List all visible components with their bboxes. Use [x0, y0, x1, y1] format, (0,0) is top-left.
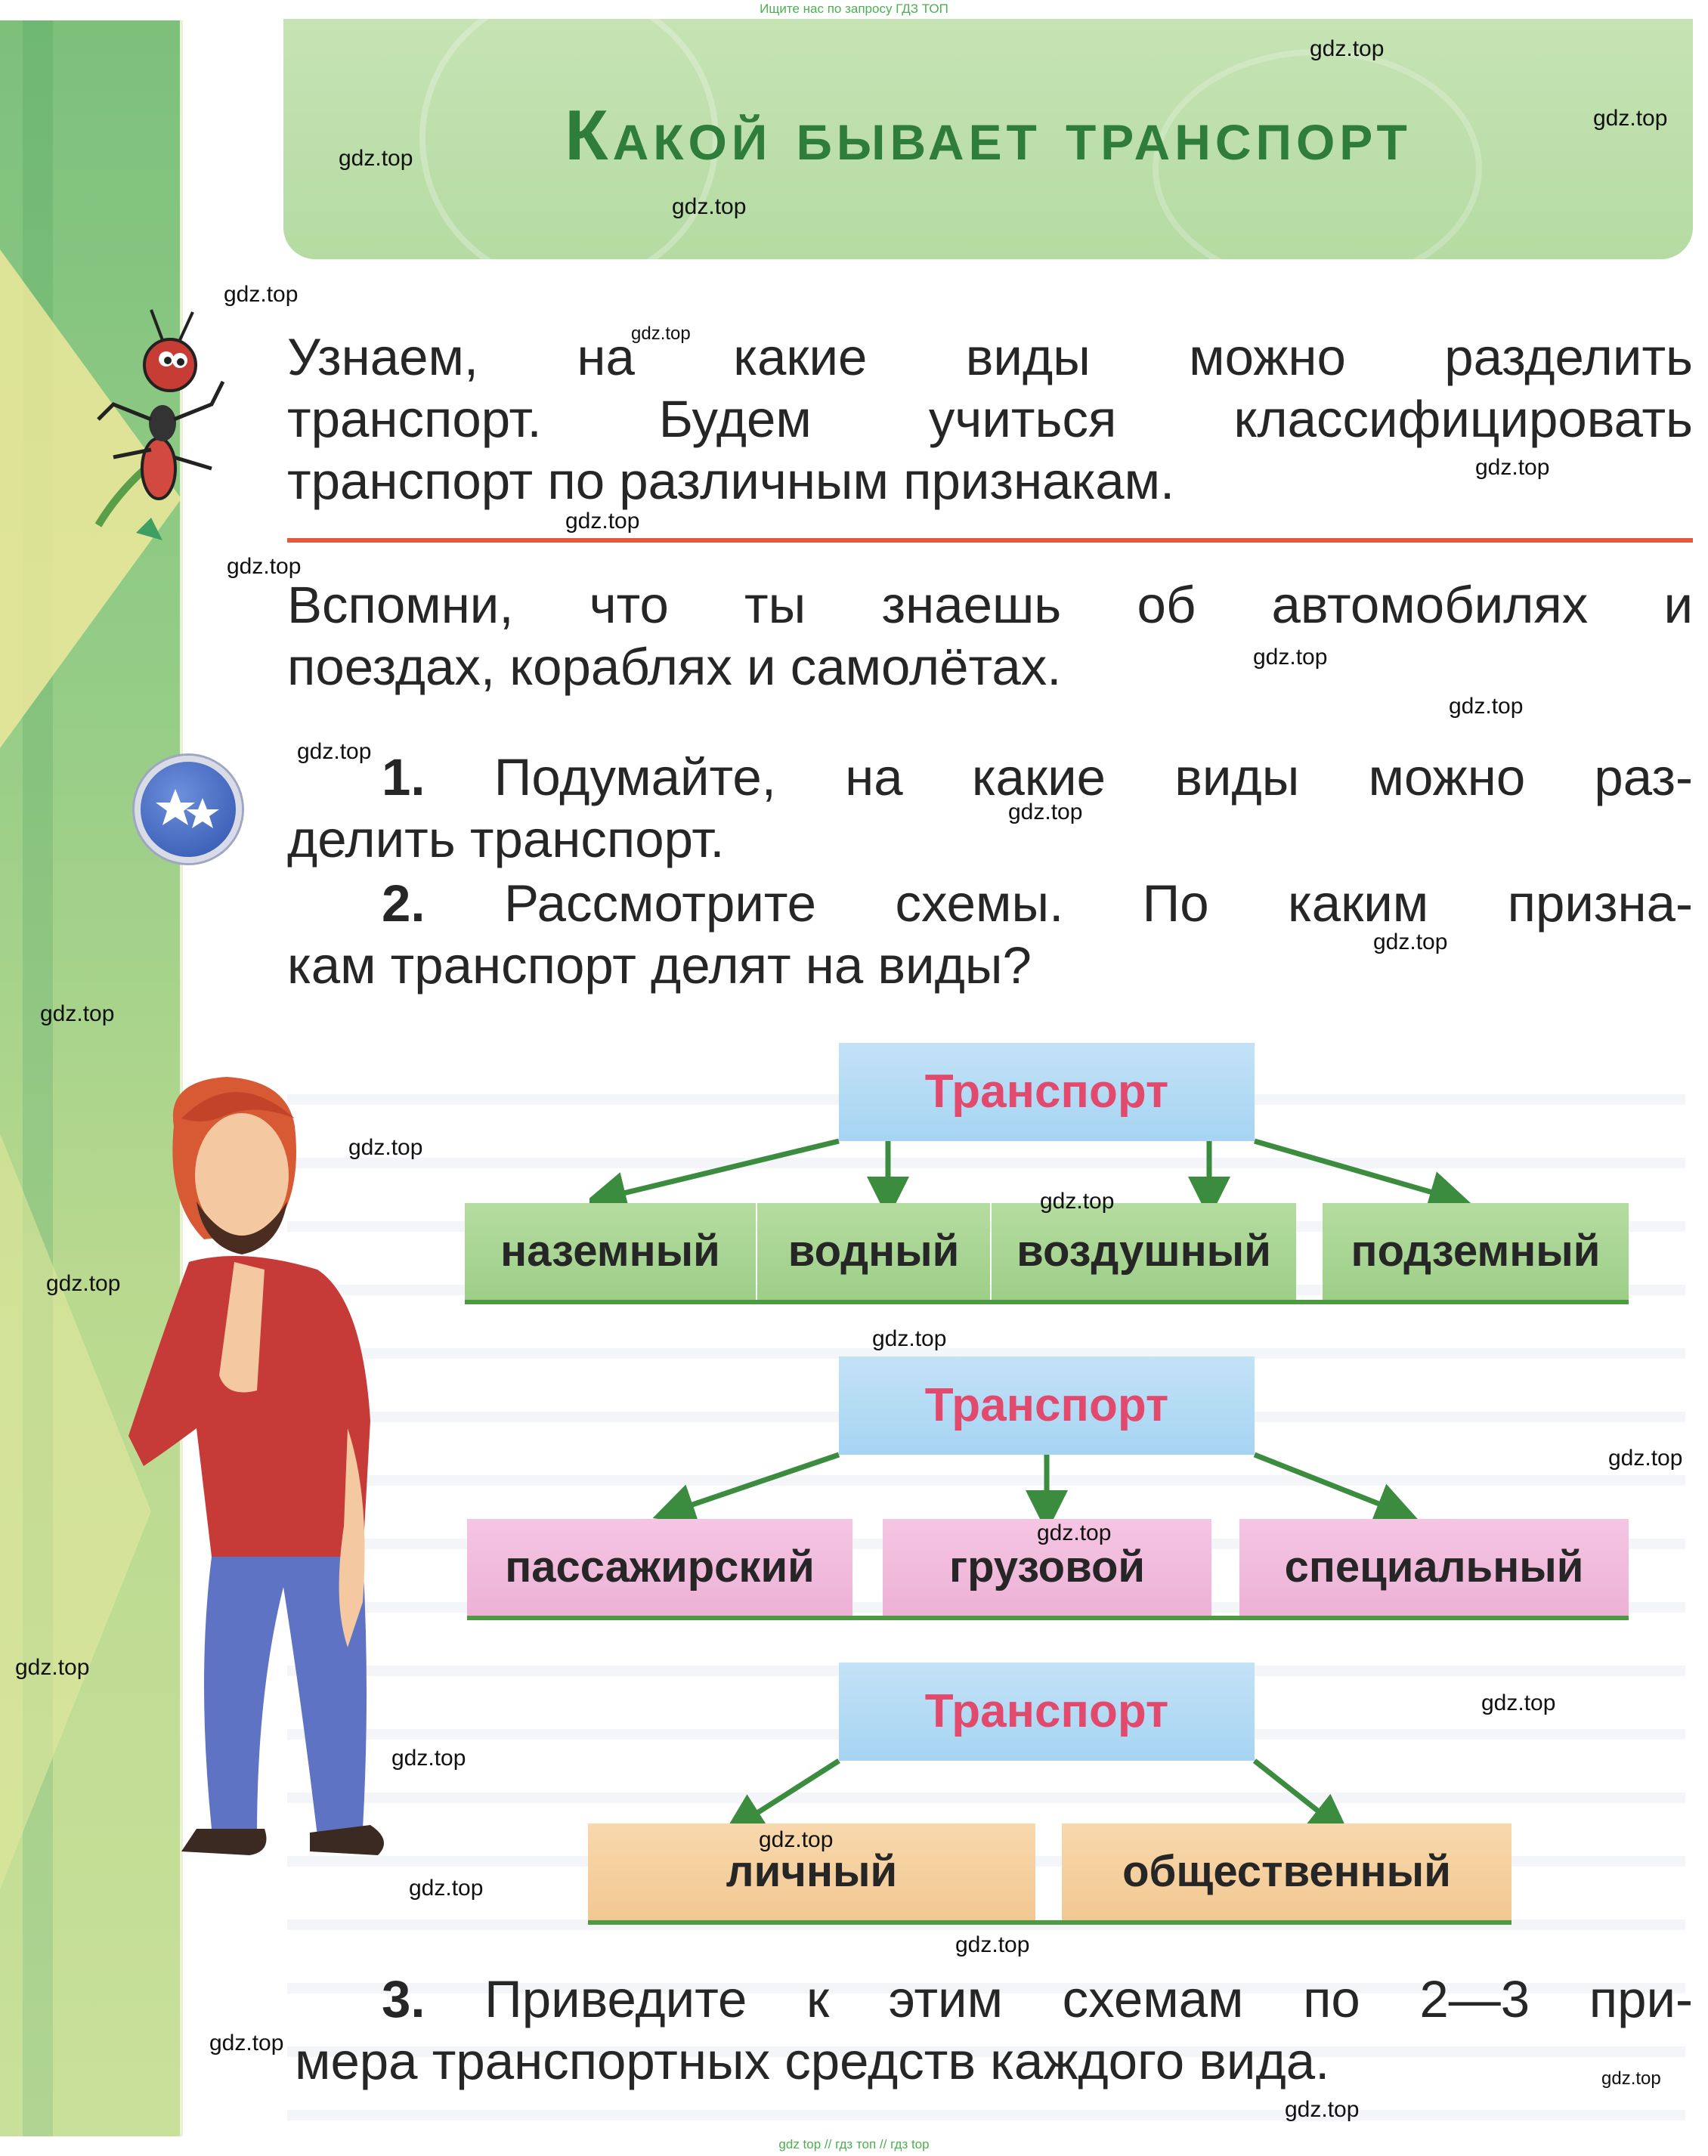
stars-icon [135, 756, 242, 863]
watermark: gdz.top [297, 739, 372, 764]
watermark: gdz.top [1601, 2068, 1661, 2089]
task-3: 3. Приведите к этим схемам по 2—3 при- м… [295, 1969, 1693, 2093]
scheme-2-root: Транспорт [839, 1356, 1255, 1455]
page-title: Какой бывает транспорт [565, 95, 1412, 175]
scheme-2-item-1: пассажирский [467, 1519, 852, 1616]
watermark: gdz.top [40, 1001, 115, 1026]
intro-paragraph: Узнаем, на какие виды можно разделить тр… [287, 326, 1693, 512]
scheme-1-item-2: водный [757, 1203, 990, 1300]
scheme-1-item-1: наземный [465, 1203, 756, 1300]
task-1: 1. Подумайте, на какие виды можно раз- д… [287, 747, 1693, 871]
watermark: gdz.top [46, 1271, 121, 1296]
scheme-3-baseline [588, 1920, 1512, 1925]
watermark: gdz.top [631, 323, 691, 344]
watermark: gdz.top [1481, 1690, 1556, 1715]
watermark: gdz.top [759, 1827, 834, 1852]
watermark: gdz.top [409, 1876, 484, 1901]
bottom-watermark-note: gdz top // гдз топ // гдз top [778, 2137, 930, 2151]
watermark: gdz.top [1475, 455, 1550, 480]
watermark: gdz.top [672, 194, 747, 219]
scheme-2-arrows [652, 1452, 1419, 1527]
watermark: gdz.top [565, 509, 640, 534]
watermark: gdz.top [1449, 694, 1524, 719]
watermark: gdz.top [1310, 36, 1385, 61]
remember-line-2: поездах, кораблях и самолётах. [287, 638, 1062, 696]
scheme-1-root: Транспорт [839, 1043, 1255, 1141]
task-2: 2. Рассмотрите схемы. По каким призна- к… [287, 873, 1693, 997]
left-decor-triangle [0, 249, 181, 748]
left-decor-edge [180, 20, 183, 2136]
task-2-line-1: 2. Рассмотрите схемы. По каким призна- [287, 873, 1693, 935]
scheme-2-item-3: специальный [1239, 1519, 1629, 1616]
task-1-text-1: Подумайте, на какие виды можно раз- [494, 748, 1693, 806]
task-1-line-2: делить транспорт. [287, 810, 725, 868]
watermark: gdz.top [1593, 106, 1668, 131]
watermark: gdz.top [1253, 645, 1328, 670]
watermark: gdz.top [1285, 2097, 1360, 2122]
watermark: gdz.top [1040, 1189, 1115, 1214]
intro-line-1: Узнаем, на какие виды можно разделить [287, 328, 1693, 386]
top-watermark-note: Ищите нас по запросу ГДЗ ТОП [760, 2, 948, 16]
remember-line-1: Вспомни, что ты знаешь об автомобилях и [287, 576, 1693, 634]
scheme-3-root: Транспорт [839, 1663, 1255, 1761]
left-decor-triangle-lower [0, 1134, 151, 1889]
watermark: gdz.top [1008, 800, 1083, 824]
ant-icon [94, 309, 225, 540]
remember-paragraph: Вспомни, что ты знаешь об автомобилях и … [287, 574, 1693, 698]
watermark: gdz.top [391, 1746, 466, 1771]
task-2-line-2: кам транспорт делят на виды? [287, 936, 1032, 994]
scheme-1-item-3: воздушный [992, 1203, 1296, 1300]
scheme-2-item-2: грузовой [883, 1519, 1211, 1616]
scheme-1-baseline [465, 1300, 1629, 1304]
red-divider [287, 538, 1693, 543]
task-1-number: 1. [382, 748, 425, 806]
task-1-line-1: 1. Подумайте, на какие виды можно раз- [287, 747, 1693, 809]
task-3-text-1: Приведите к этим схемам по 2—3 при- [484, 1970, 1693, 2028]
scheme-3-item-2: общественный [1062, 1823, 1512, 1920]
scheme-3-item-1: личный [588, 1823, 1035, 1920]
watermark: gdz.top [872, 1326, 947, 1351]
intro-line-3: транспорт по различным признакам. [287, 452, 1175, 510]
watermark: gdz.top [209, 2031, 284, 2055]
watermark: gdz.top [1373, 930, 1448, 954]
man-illustration [128, 1077, 384, 1855]
scheme-1-arrows [589, 1138, 1471, 1213]
task-2-number: 2. [382, 874, 425, 933]
watermark: gdz.top [348, 1135, 423, 1160]
task-3-line-2: мера транспортных средств каждого вида. [295, 2032, 1330, 2090]
watermark: gdz.top [227, 554, 302, 579]
watermark: gdz.top [339, 146, 413, 171]
title-banner: Какой бывает транспорт [283, 19, 1693, 259]
watermark: gdz.top [15, 1655, 90, 1680]
watermark: gdz.top [224, 282, 299, 307]
watermark: gdz.top [1608, 1446, 1683, 1471]
scheme-3-arrows [722, 1759, 1351, 1837]
task-3-line-1: 3. Приведите к этим схемам по 2—3 при- [295, 1969, 1693, 2031]
watermark: gdz.top [955, 1932, 1030, 1957]
intro-line-2: транспорт. Будем учиться классифицироват… [287, 390, 1693, 448]
task-2-text-1: Рассмотрите схемы. По каким призна- [503, 874, 1693, 933]
watermark: gdz.top [1037, 1520, 1112, 1545]
scheme-2-baseline [467, 1616, 1629, 1620]
scheme-1-item-4: подземный [1323, 1203, 1629, 1300]
task-3-number: 3. [382, 1970, 425, 2028]
